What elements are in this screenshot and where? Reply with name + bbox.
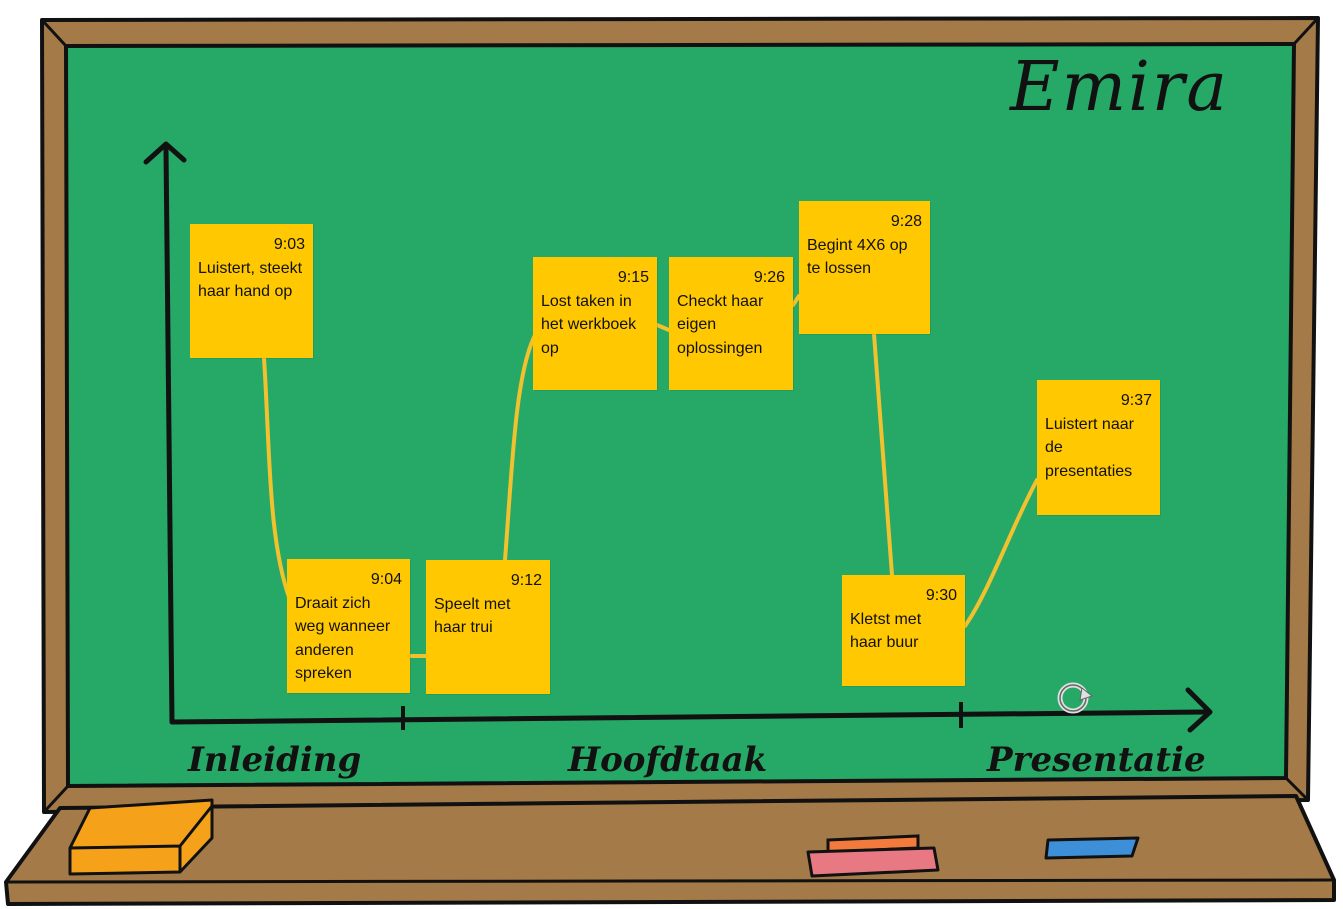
connector-6 [872,332,894,577]
x-axis-arrowhead [1185,687,1213,733]
chalk-red [806,834,940,878]
note-text: Checkt haar eigen oplossingen [677,292,764,357]
phase-label-hoofdtaak: Hoofdtaak [568,740,768,780]
note-time: 9:15 [617,269,649,286]
note-text: Luistert, steekt haar hand op [198,259,303,301]
phase-label-inleiding: Inleiding [188,740,362,780]
connector-1 [262,356,292,602]
note-text: Kletst met haar buur [850,610,922,652]
note-text: Speelt met haar trui [434,595,511,637]
sticky-note: 9:28 Begint 4X6 op te lossen [799,201,930,334]
sticky-note: 9:12 Speelt met haar trui [426,560,550,694]
sticky-note: 9:03 Luistert, steekt haar hand op [190,224,313,358]
connector-5 [791,294,801,307]
note-time: 9:04 [370,571,402,588]
note-time: 9:26 [753,269,785,286]
x-axis [169,709,1207,725]
note-time: 9:03 [273,236,305,253]
chalk-tray-edge [5,878,1335,884]
timeline-connectors [262,294,1039,658]
connector-7 [963,478,1039,628]
note-text: Luistert naar de presentaties [1045,415,1134,480]
sticky-note: 9:30 Kletst met haar buur [842,575,965,686]
note-text: Lost taken in het werkboek op [541,292,637,357]
sticky-note: 9:04 Draait zich weg wanneer anderen spr… [287,559,410,693]
board-title: Emira [1010,48,1229,127]
note-time: 9:12 [510,572,542,589]
sticky-note: 9:26 Checkt haar eigen oplossingen [669,257,793,390]
chalk-blue [1044,836,1140,860]
connector-4 [655,323,671,332]
y-axis-arrowhead [143,141,187,165]
y-axis [163,147,175,725]
note-time: 9:30 [925,587,957,604]
phase-label-presentatie: Presentatie [987,740,1206,780]
note-text: Draait zich weg wanneer anderen spreken [295,594,391,683]
note-time: 9:28 [890,213,922,230]
frame-bevel [40,16,1320,814]
note-time: 9:37 [1120,392,1152,409]
eraser [68,798,214,876]
sticky-note: 9:37 Luistert naar de presentaties [1037,380,1160,515]
refresh-icon[interactable] [1057,682,1094,714]
note-text: Begint 4X6 op te lossen [807,236,908,278]
sticky-note: 9:15 Lost taken in het werkboek op [533,257,657,390]
connector-3 [503,333,537,562]
